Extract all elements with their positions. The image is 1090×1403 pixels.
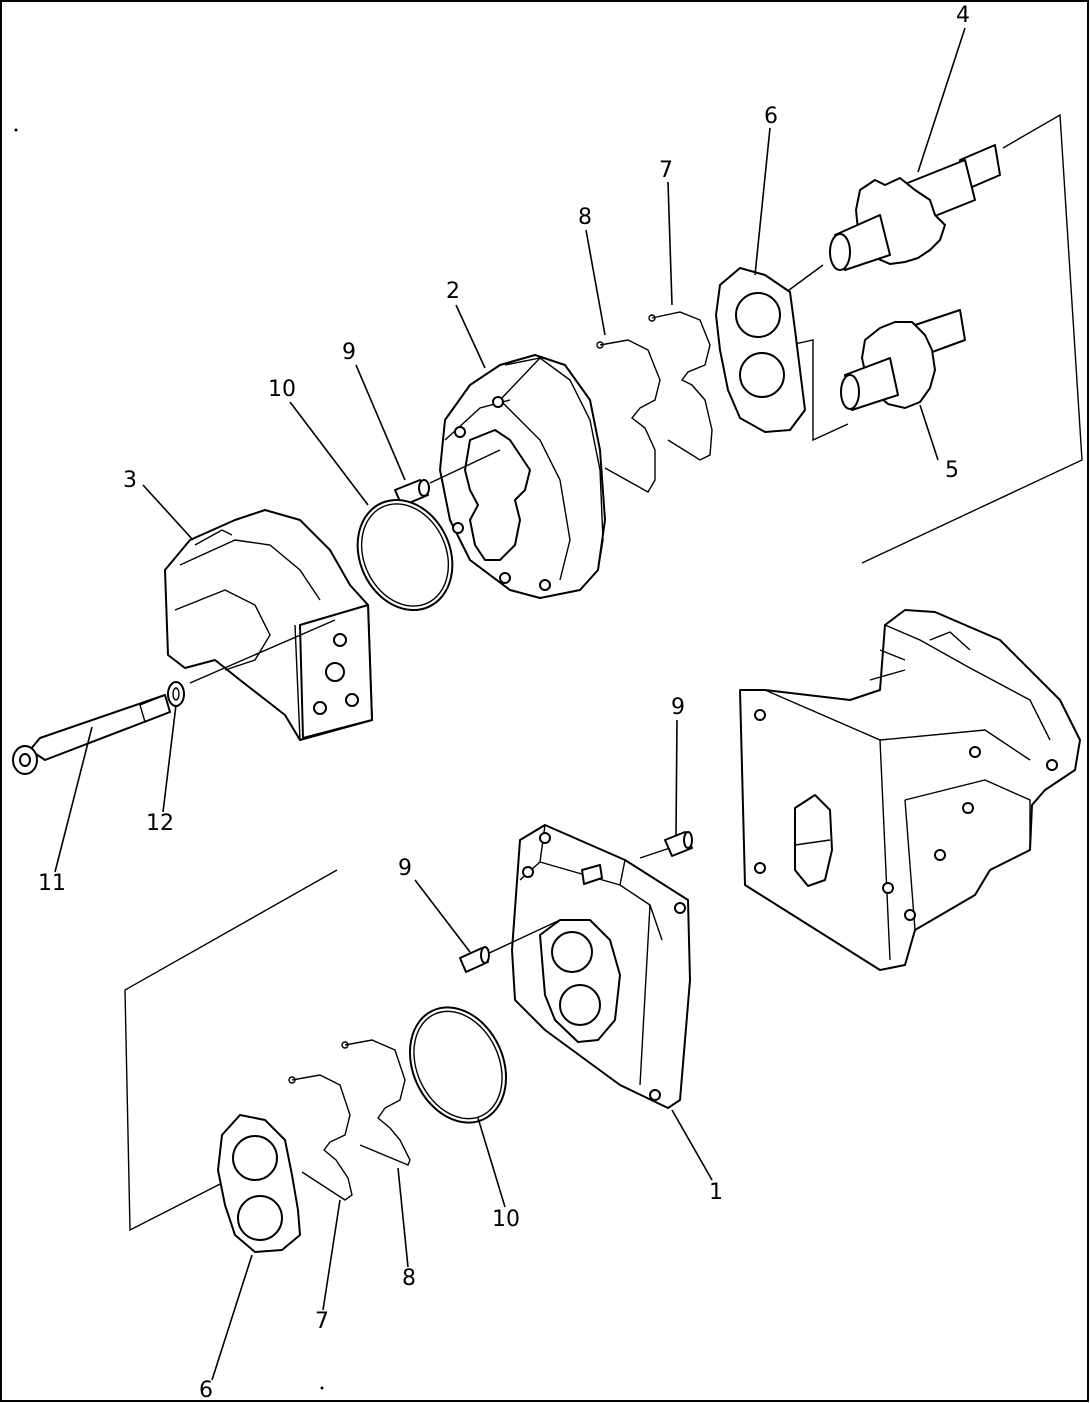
stray-dot — [320, 1386, 324, 1390]
gear-case — [439, 354, 606, 599]
backup-ring-upper — [648, 311, 713, 461]
callout-labels: 4 6 7 8 2 9 10 3 5 12 11 9 9 1 10 8 7 6 — [38, 3, 970, 1403]
front-housing — [511, 824, 691, 1109]
callout-p12: 12 — [146, 811, 174, 836]
callout-p9-top: 9 — [342, 340, 356, 365]
seal-upper — [596, 339, 661, 493]
callout-p10-bottom: 10 — [492, 1207, 520, 1232]
callout-p1: 1 — [709, 1180, 723, 1205]
callout-p9-bottom: 9 — [398, 856, 412, 881]
driven-gear — [840, 309, 966, 411]
dowel-pin-right — [639, 831, 693, 859]
bushing-plate-upper — [715, 267, 806, 433]
dowel-pin-lower — [459, 919, 561, 973]
callout-p8-bottom: 8 — [402, 1266, 416, 1291]
callout-p3: 3 — [123, 468, 137, 493]
backup-ring-lower — [288, 1074, 353, 1201]
callout-p9-right: 9 — [671, 695, 685, 720]
pump-body — [739, 609, 1081, 971]
callout-p2: 2 — [446, 279, 460, 304]
o-ring-lower — [408, 1006, 508, 1124]
callout-p11: 11 — [38, 871, 66, 896]
cover — [164, 509, 373, 741]
callout-p10-top: 10 — [268, 377, 296, 402]
callout-p7-top: 7 — [659, 158, 673, 183]
leader-lines — [54, 27, 966, 1381]
bushing-plate-lower — [217, 1114, 301, 1253]
callout-p5: 5 — [945, 458, 959, 483]
callout-p8-top: 8 — [578, 205, 592, 230]
o-ring-upper — [356, 498, 454, 612]
callout-p6-top: 6 — [764, 104, 778, 129]
stray-dot — [14, 128, 18, 132]
group-boundary-lower — [124, 869, 338, 1232]
callout-p7-bottom: 7 — [315, 1309, 329, 1334]
bolt — [12, 619, 336, 775]
washer — [167, 681, 185, 707]
seal-lower — [341, 1039, 411, 1166]
callout-p6-bottom: 6 — [199, 1378, 213, 1403]
group-boundary-upper — [784, 113, 1083, 564]
callout-p4-top: 4 — [956, 3, 970, 28]
drive-shaft-gear — [829, 144, 1001, 271]
